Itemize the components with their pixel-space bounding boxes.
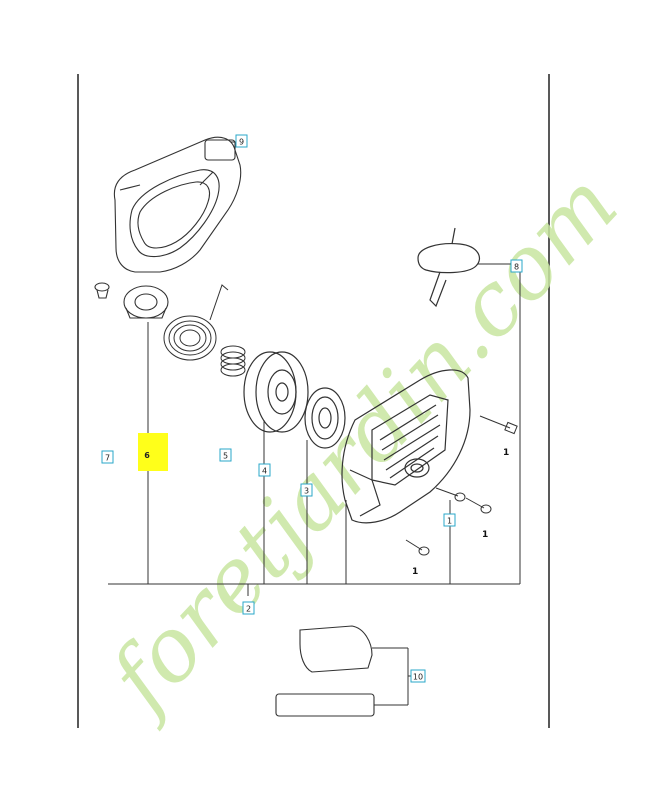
- recoil-spring: [163, 284, 229, 361]
- svg-text:1: 1: [447, 517, 452, 526]
- flange-part: [123, 285, 169, 319]
- watermark: foretjardin.com: [86, 153, 637, 734]
- svg-text:8: 8: [514, 263, 519, 272]
- screw-middle: [435, 487, 466, 502]
- svg-text:6: 6: [144, 451, 150, 460]
- callout-4: 4: [258, 463, 271, 477]
- label-1-upper: 1: [503, 448, 509, 458]
- pulley: [243, 351, 309, 433]
- svg-text:9: 9: [239, 138, 244, 147]
- callout-8: 8: [510, 259, 523, 273]
- svg-text:4: 4: [262, 467, 267, 476]
- screw-bottom: [405, 539, 430, 556]
- highlight-box: [138, 433, 168, 471]
- leader-lines: [108, 141, 521, 706]
- callout-3: 3: [300, 483, 313, 497]
- decal-set: [275, 625, 375, 717]
- starter-housing: [341, 369, 471, 524]
- callout-5: 5: [219, 448, 232, 462]
- screw-right-upper: [479, 415, 518, 435]
- callout-9: 9: [235, 134, 248, 148]
- callout-1-box: 1: [443, 513, 456, 527]
- small-screw: [94, 282, 110, 299]
- cover-housing: [113, 136, 242, 273]
- svg-text:5: 5: [223, 452, 228, 461]
- watermark-text: foretjardin.com: [86, 153, 637, 734]
- callout-2: 2: [242, 601, 255, 615]
- svg-text:7: 7: [105, 454, 110, 463]
- label-1-right: 1: [482, 530, 488, 540]
- callout-10: 10: [410, 669, 426, 683]
- small-coil-spring: [220, 345, 246, 377]
- screw-right-lower: [465, 497, 492, 514]
- callout-6: 6: [144, 451, 150, 460]
- svg-text:10: 10: [413, 673, 423, 682]
- rope-drum: [304, 387, 346, 449]
- svg-text:2: 2: [246, 605, 251, 614]
- callout-7: 7: [101, 450, 114, 464]
- svg-text:3: 3: [304, 487, 309, 496]
- label-1-bottom: 1: [412, 567, 418, 577]
- starter-handle: [417, 227, 481, 308]
